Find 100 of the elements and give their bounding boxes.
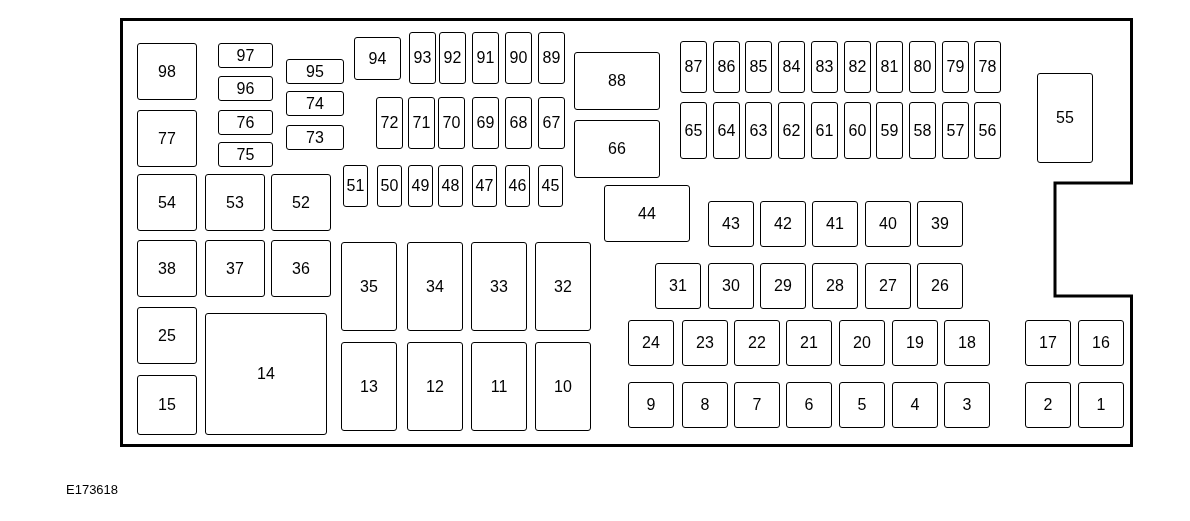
fuse-slot [865, 201, 911, 247]
slot-number: 5 [857, 397, 867, 413]
fuse-slot [974, 41, 1001, 93]
slot-number: 52 [292, 194, 310, 211]
fuse-slot [538, 97, 565, 149]
fuse-slot [917, 263, 963, 309]
slot-number: 51 [346, 178, 365, 194]
slot-number: 66 [608, 141, 626, 157]
slot-number: 49 [411, 178, 430, 194]
fuse-slot [218, 110, 273, 135]
fuse-slot [811, 41, 838, 93]
slot-number: 32 [554, 278, 572, 295]
fuse-slot [377, 165, 402, 207]
fuse-slot [505, 165, 530, 207]
slot-number: 98 [158, 63, 176, 80]
fuse-slot [538, 165, 563, 207]
fuse-slot [839, 382, 885, 428]
fuse-slot [286, 91, 344, 116]
slot-number: 8 [700, 397, 710, 413]
slot-number: 73 [306, 129, 324, 146]
fuse-slot [218, 142, 273, 167]
slot-number: 44 [638, 205, 656, 222]
slot-number: 38 [158, 260, 176, 277]
slot-number: 54 [158, 194, 176, 211]
slot-number: 64 [717, 122, 736, 139]
slot-number: 72 [380, 115, 399, 131]
fuse-slot [472, 32, 499, 84]
slot-number: 93 [413, 50, 432, 66]
slot-number: 70 [442, 115, 461, 131]
slot-number: 23 [696, 335, 714, 351]
slot-number: 58 [913, 122, 932, 139]
slot-number: 57 [946, 122, 965, 139]
slot-number: 96 [236, 80, 255, 97]
fuse-slot [778, 102, 805, 159]
slot-number: 63 [749, 122, 768, 139]
fuse-slot [471, 242, 527, 331]
fuse-slot [708, 263, 754, 309]
fuse-slot [811, 102, 838, 159]
fuse-slot [409, 32, 436, 84]
slot-number: 7 [752, 397, 762, 413]
slot-number: 6 [804, 397, 814, 413]
slot-number: 48 [441, 178, 460, 194]
fuse-slot [472, 97, 499, 149]
slot-number: 12 [426, 378, 444, 395]
fuse-slot [137, 307, 197, 364]
fuse-slot [745, 102, 772, 159]
slot-number: 77 [158, 130, 176, 147]
slot-number: 55 [1056, 110, 1074, 126]
slot-number: 39 [931, 216, 949, 232]
slot-number: 28 [826, 278, 844, 294]
slot-number: 85 [749, 59, 768, 75]
fuse-slot [574, 52, 660, 110]
fuse-slot [538, 32, 565, 84]
fuse-slot [786, 320, 832, 366]
slot-number: 46 [508, 178, 527, 194]
slot-number: 18 [958, 335, 976, 351]
fuse-slot [680, 102, 707, 159]
slot-number: 21 [800, 335, 818, 351]
fuse-slot [505, 97, 532, 149]
slot-number: 56 [978, 122, 997, 139]
slot-number: 78 [978, 59, 997, 75]
fuse-slot [682, 320, 728, 366]
fuse-slot [1078, 382, 1124, 428]
slot-number: 17 [1039, 335, 1057, 351]
fuse-slot [844, 41, 871, 93]
slot-number: 69 [476, 115, 495, 131]
fuse-slot [376, 97, 403, 149]
slot-number: 68 [509, 115, 528, 131]
slot-number: 75 [236, 146, 255, 163]
fuse-slot [708, 201, 754, 247]
fuse-slot [137, 43, 197, 100]
slot-number: 97 [236, 47, 255, 64]
slot-number: 9 [646, 397, 656, 413]
slot-number: 87 [684, 59, 703, 75]
figure-code: E173618 [66, 481, 119, 499]
fuse-slot [786, 382, 832, 428]
fuse-slot [408, 165, 433, 207]
slot-number: 83 [815, 59, 834, 75]
slot-number: 62 [782, 122, 801, 139]
slot-number: 13 [360, 378, 378, 395]
slot-number: 20 [853, 335, 871, 351]
fuse-slot [892, 320, 938, 366]
slot-number: 30 [722, 278, 740, 294]
slot-number: 34 [426, 278, 444, 295]
fuse-slot [205, 313, 327, 435]
slot-number: 80 [913, 59, 932, 75]
fuse-slot [917, 201, 963, 247]
slot-number: 71 [412, 115, 431, 131]
fuse-slot [137, 240, 197, 297]
slot-number: 10 [554, 378, 572, 395]
fuse-slot [341, 242, 397, 331]
fuse-slot [628, 320, 674, 366]
slot-number: 14 [257, 366, 275, 382]
fuse-slot [471, 342, 527, 431]
slot-number: 60 [848, 122, 867, 139]
fuse-slot [438, 97, 465, 149]
slot-number: 25 [158, 327, 176, 344]
slot-number: 59 [880, 122, 899, 139]
fuse-slot [408, 97, 435, 149]
fuse-slot [271, 240, 331, 297]
